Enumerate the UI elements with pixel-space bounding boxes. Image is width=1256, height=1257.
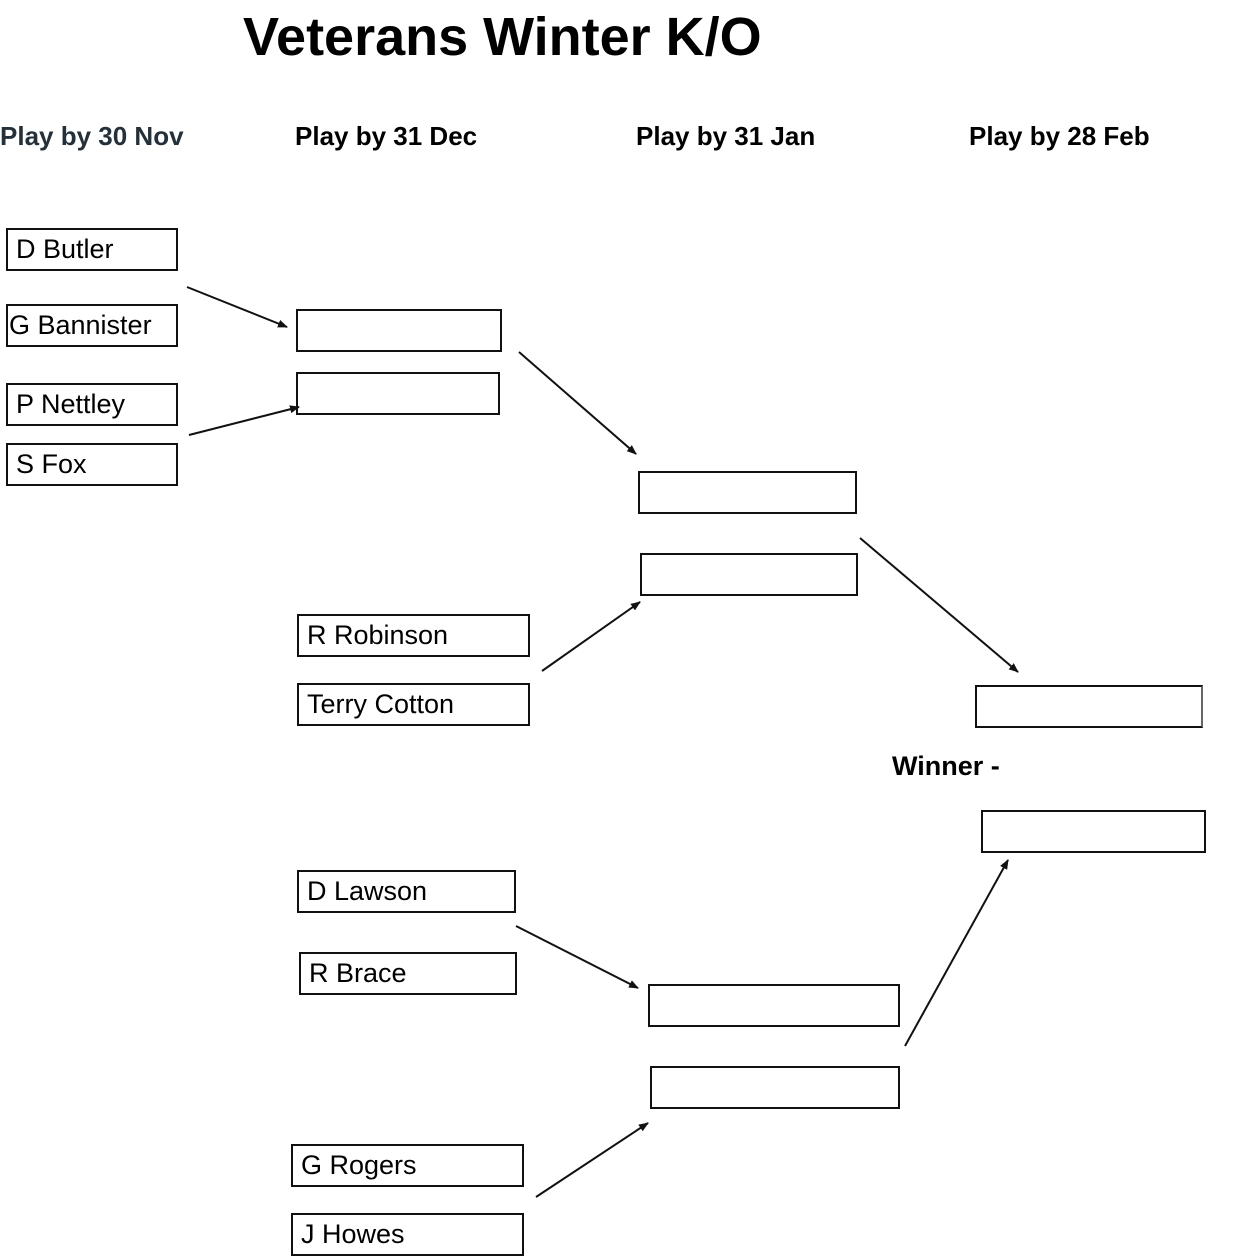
empty-slot-r3-4 — [650, 1066, 900, 1109]
arrow-icon — [541, 601, 641, 672]
empty-slot-r2-1 — [296, 309, 502, 352]
round-header-4: Play by 28 Feb — [969, 121, 1150, 151]
arrow-icon — [186, 286, 288, 328]
arrow-icon — [859, 537, 1019, 673]
round-header-1: Play by 30 Nov — [0, 121, 184, 151]
player-box-g-rogers: G Rogers — [291, 1144, 524, 1187]
arrow-icon — [188, 405, 300, 436]
arrow-icon — [518, 351, 637, 455]
round-header-3: Play by 31 Jan — [636, 121, 816, 151]
arrow-icon — [535, 1122, 649, 1198]
player-box-p-nettley: P Nettley — [6, 383, 178, 426]
player-box-r-robinson: R Robinson — [297, 614, 530, 657]
empty-slot-r2-2 — [296, 372, 500, 415]
player-box-g-bannister: G Bannister — [6, 304, 178, 347]
round-header-2: Play by 31 Dec — [295, 121, 478, 151]
player-box-s-fox: S Fox — [6, 443, 178, 486]
player-box-d-butler: D Butler — [6, 228, 178, 271]
player-box-j-howes: J Howes — [291, 1213, 524, 1256]
empty-slot-r3-2 — [640, 553, 858, 596]
winner-label: Winner - — [892, 751, 1000, 781]
page-title: Veterans Winter K/O — [243, 7, 762, 67]
arrow-icon — [904, 859, 1009, 1047]
empty-slot-r3-3 — [648, 984, 900, 1027]
player-box-r-brace: R Brace — [299, 952, 517, 995]
arrow-icon — [515, 925, 639, 989]
empty-slot-final-2 — [981, 810, 1206, 853]
empty-slot-r3-1 — [638, 471, 857, 514]
player-box-d-lawson: D Lawson — [297, 870, 516, 913]
empty-slot-final-1 — [975, 685, 1203, 728]
player-box-terry-cotton: Terry Cotton — [297, 683, 530, 726]
